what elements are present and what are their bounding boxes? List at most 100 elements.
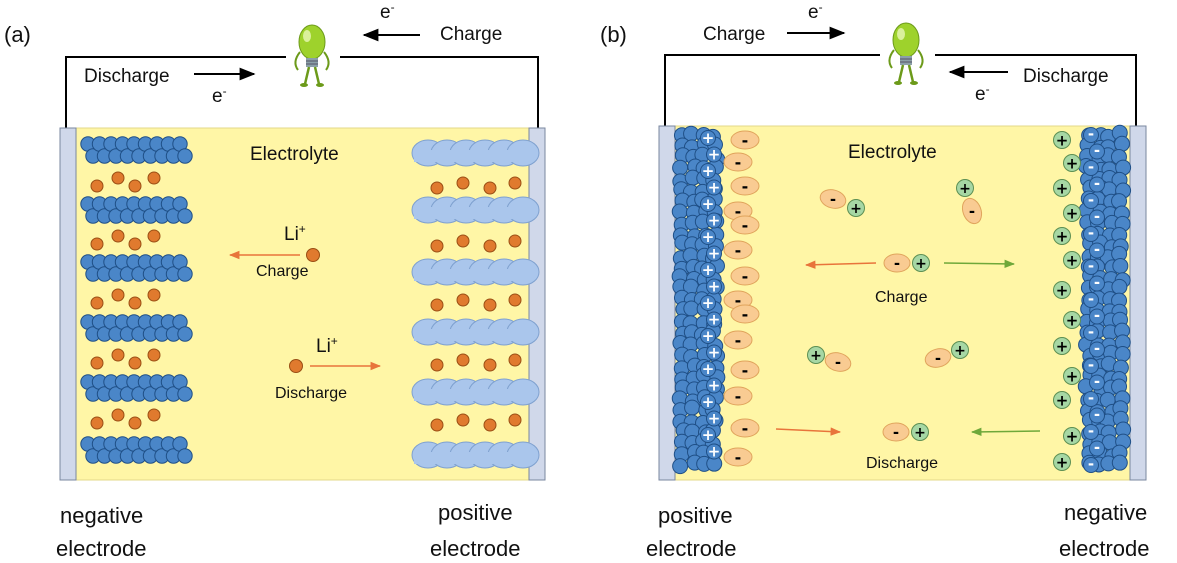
plus-sign: + [702,129,715,147]
anion-ellipse [730,360,760,380]
lithium-ion-dot [456,293,470,307]
charged-carbon-particle [700,328,716,344]
lithium-ion-dot [111,229,125,243]
panel-a-right-current-collector [528,127,546,481]
carbon-particle [1113,135,1130,152]
minus-sign: - [1088,422,1094,440]
panel-b-right-electrode-line2: electrode [1059,536,1150,561]
minus-sign: - [969,202,975,220]
charged-carbon-particle [1083,160,1099,176]
anion-ellipse [723,386,753,406]
panel-a-circuit-wire [65,56,286,128]
minus-sign: - [742,177,749,196]
charged-carbon-particle [1083,424,1099,440]
plus-sign: + [1056,453,1069,471]
panel-b-charge-label: Charge [875,289,928,306]
lithium-ion-dot [147,171,161,185]
lithium-ion-dot [483,298,497,312]
charged-carbon-particle [1089,143,1105,160]
panel-a-left-electrode-line2: electrode [56,536,147,561]
lithium-ion-dot [128,179,142,193]
minus-sign: - [1088,455,1094,473]
panel-a-left-current-collector [59,127,77,481]
charged-carbon-particle [1083,358,1099,374]
plus-sign: + [1056,337,1069,355]
minus-sign: - [742,361,749,380]
panel-b-top-charge-electron: e- [808,0,823,23]
carbon-particle [672,458,689,475]
panel-b-charge-arrow-left [804,260,877,269]
panel-a-left-electrode-line1: negative [60,503,143,528]
anion-ellipse [961,197,983,225]
charged-carbon-particle [700,163,716,179]
charged-carbon-particle [706,443,722,460]
panel-b-electrolyte-label: Electrolyte [848,142,937,163]
minus-sign: - [742,131,749,150]
minus-sign: - [1094,241,1100,259]
plus-sign: + [1056,281,1069,299]
plus-sign: + [1056,391,1069,409]
cation-circle [1053,337,1071,355]
lithium-ion-dot [147,288,161,302]
charged-carbon-particle [1083,457,1099,473]
anion-ellipse [824,352,852,372]
carbon-particle [683,300,700,317]
charged-carbon-particle [1083,391,1099,407]
anion-ellipse [723,330,753,350]
lithium-ion-dot [508,293,522,307]
charged-carbon-particle [700,361,716,377]
panel-b-adsorbed-cations: +++++++++++++ [1053,131,1081,471]
lithium-ion-dot [90,179,104,193]
anion-ellipse [882,422,910,442]
panel-b-free-ion-pairs: -+-+-+-+-+-+ [807,179,983,442]
graphite-particle [177,266,193,282]
plus-sign: + [914,425,926,441]
plus-sign: + [702,393,715,411]
panel-b-left-electrode-line2: electrode [646,536,737,561]
carbon-particle [684,399,701,416]
minus-sign: - [742,216,749,235]
minus-sign: - [735,153,742,172]
panel-a-ion-charge-label: Charge [256,263,309,280]
carbon-particle [1111,278,1128,295]
panel-b-circuit-wire [664,54,880,126]
lithium-ion-dot [430,181,444,195]
plus-sign: + [708,212,721,230]
panel-b-bulb-icon [888,22,924,85]
plus-sign: + [702,228,715,246]
cation-circle [951,341,969,359]
minus-sign: - [1088,257,1094,275]
lithium-ion-dot [128,296,142,310]
cation-circle [1063,204,1081,222]
anion-ellipse [730,304,760,324]
minus-sign: - [1094,373,1100,391]
panel-b-top-discharge-electron: e- [975,82,990,105]
minus-sign: - [1094,142,1100,160]
panel-a-circuit-wire-right [340,56,539,128]
panel-b-charge-arrow-right [943,259,1016,269]
lithium-ion-dot [508,176,522,190]
panel-a-ion-charge-symbol: Li+ [284,222,306,245]
carbon-particle [671,203,688,220]
panel-b-top-charge-label: Charge [703,24,765,45]
carbon-particle [1111,454,1128,471]
panel-b-discharge-arrow-right [970,427,1041,437]
charged-carbon-particle [706,179,722,196]
charged-carbon-particle [1089,275,1105,292]
minus-sign: - [1094,175,1100,193]
cation-circle [1053,281,1071,299]
lithium-ion-dot [430,418,444,432]
minus-sign: - [742,267,749,286]
plus-sign: + [702,327,715,345]
plus-sign: + [1066,251,1079,269]
panel-b-top-discharge-label: Discharge [1023,66,1109,87]
cation-circle [912,254,930,272]
charged-carbon-particle [1089,242,1105,259]
panel-a-lithium-ions [90,171,522,432]
cation-circle [1063,154,1081,172]
carbon-particle [1112,257,1129,274]
cathode-cloud-fill [414,452,528,464]
charged-carbon-particle [700,229,716,245]
charged-carbon-particle [1089,176,1105,193]
lithium-ion-dot [508,234,522,248]
